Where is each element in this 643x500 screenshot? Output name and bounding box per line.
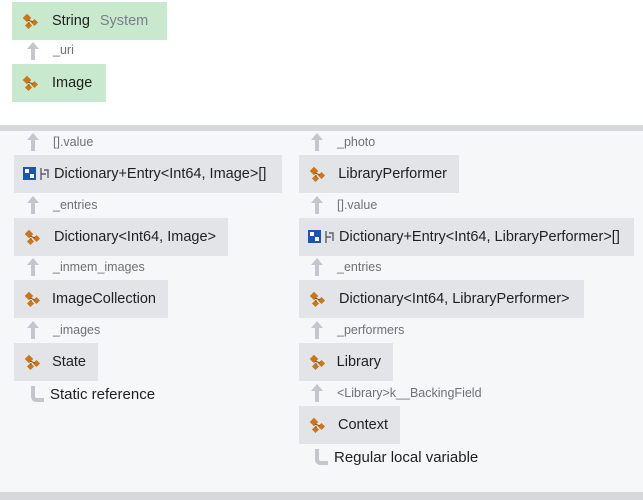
- node-label: Dictionary+Entry<Int64, Image>[]: [54, 166, 267, 182]
- node-label: Dictionary+Entry<Int64, LibraryPerformer…: [339, 229, 620, 245]
- node-label: Library: [336, 354, 381, 370]
- arrow-up-icon: [27, 196, 39, 214]
- node-dictionary-performer[interactable]: Dictionary<Int64, LibraryPerformer>: [299, 280, 584, 318]
- struct-array-icon: [307, 227, 339, 247]
- arrow-up-icon: [311, 321, 323, 339]
- panel-divider[interactable]: [0, 125, 643, 131]
- root-kind-label: Regular local variable: [334, 448, 479, 466]
- edge-label-uri: _uri: [53, 43, 74, 57]
- node-context[interactable]: Context: [299, 406, 400, 444]
- arrow-up-icon: [311, 384, 323, 402]
- edge-label-entries: _entries: [337, 260, 382, 274]
- node-dictionary-image[interactable]: Dictionary<Int64, Image>: [14, 218, 228, 256]
- edge-label-backing-field: <Library>k__BackingField: [337, 386, 482, 400]
- class-icon: [309, 354, 326, 371]
- arrow-up-icon: [311, 196, 323, 214]
- root-kind-static: Static reference: [30, 385, 155, 403]
- arrow-up-icon: [27, 258, 39, 276]
- struct-array-icon: [22, 164, 54, 184]
- arrow-up-icon: [27, 133, 39, 151]
- node-image-collection[interactable]: ImageCollection: [14, 280, 168, 318]
- node-entry-array-performer[interactable]: Dictionary+Entry<Int64, LibraryPerformer…: [299, 218, 634, 256]
- arrow-up-icon: [311, 258, 323, 276]
- class-icon: [22, 13, 39, 30]
- edge-label-performers: _performers: [337, 323, 405, 337]
- class-icon: [24, 291, 41, 308]
- node-label: Context: [338, 417, 388, 433]
- edge-label-array-value: [].value: [53, 135, 94, 149]
- node-label: LibraryPerformer: [338, 166, 447, 182]
- node-label: Image: [52, 75, 93, 91]
- node-label: String: [52, 13, 90, 29]
- edge-label-photo: _photo: [337, 135, 376, 149]
- root-kind-local: Regular local variable: [314, 448, 478, 466]
- node-library-performer[interactable]: LibraryPerformer: [299, 155, 459, 193]
- arrow-up-icon: [311, 133, 323, 151]
- edge-label-entries: _entries: [53, 198, 98, 212]
- node-state[interactable]: State: [14, 343, 98, 381]
- edge-label-inmem-images: _inmem_images: [53, 260, 145, 274]
- arrow-up-icon: [27, 321, 39, 339]
- node-library[interactable]: Library: [299, 343, 393, 381]
- node-label: Dictionary<Int64, Image>: [53, 229, 216, 245]
- class-icon: [22, 75, 39, 92]
- node-entry-array-image[interactable]: Dictionary+Entry<Int64, Image>[]: [14, 155, 282, 193]
- edge-label-images: _images: [53, 323, 101, 337]
- node-namespace: System: [99, 13, 149, 29]
- root-kind-label: Static reference: [50, 385, 156, 403]
- class-icon: [24, 354, 41, 371]
- panel-divider-bottom[interactable]: [0, 492, 643, 500]
- edge-label-array-value: [].value: [337, 198, 378, 212]
- class-icon: [309, 417, 326, 434]
- node-label: ImageCollection: [52, 291, 156, 307]
- class-icon: [309, 166, 326, 183]
- node-string[interactable]: String System: [12, 2, 167, 40]
- node-label: Dictionary<Int64, LibraryPerformer>: [339, 291, 570, 307]
- arrow-up-icon: [27, 42, 39, 60]
- class-icon: [309, 291, 326, 308]
- class-icon: [24, 229, 41, 246]
- node-image[interactable]: Image: [12, 64, 106, 102]
- node-label: State: [52, 354, 86, 370]
- root-hook-icon: [315, 448, 330, 465]
- root-hook-icon: [31, 385, 46, 402]
